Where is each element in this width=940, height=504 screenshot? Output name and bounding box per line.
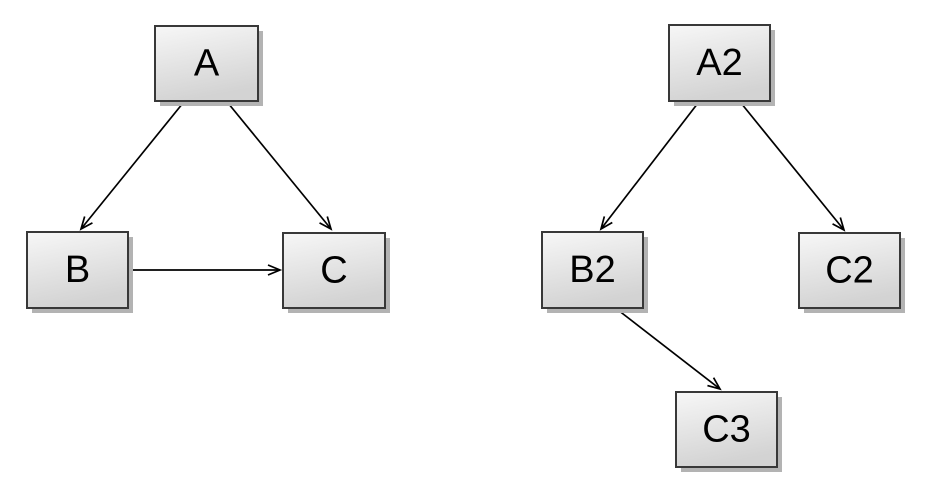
node-box[interactable] [675, 391, 778, 468]
node-C2[interactable]: C2 [798, 232, 905, 313]
node-box[interactable] [282, 232, 386, 309]
edge-A2-to-C2[interactable] [740, 102, 846, 232]
edge-B2-to-C3[interactable] [617, 309, 722, 391]
node-label: C3 [702, 409, 751, 451]
node-A[interactable]: A [154, 25, 263, 106]
node-C[interactable]: C [282, 232, 390, 313]
node-label: A2 [696, 42, 742, 84]
node-label: C [320, 250, 347, 292]
node-B2[interactable]: B2 [541, 231, 648, 313]
node-box[interactable] [154, 25, 259, 102]
node-label: B [65, 249, 90, 291]
edge-A-to-B[interactable] [79, 102, 184, 231]
left-graph: A B C [26, 25, 390, 313]
node-C3[interactable]: C3 [675, 391, 782, 472]
node-label: C2 [825, 250, 874, 292]
node-box[interactable] [668, 24, 771, 102]
node-A2[interactable]: A2 [668, 24, 775, 106]
node-B[interactable]: B [26, 231, 133, 313]
node-label: A [194, 43, 220, 85]
edge-A-to-C[interactable] [227, 102, 333, 231]
edge-A2-to-B2[interactable] [599, 102, 699, 231]
node-box[interactable] [26, 231, 129, 309]
node-box[interactable] [541, 231, 644, 309]
node-label: B2 [569, 249, 615, 291]
node-box[interactable] [798, 232, 901, 309]
